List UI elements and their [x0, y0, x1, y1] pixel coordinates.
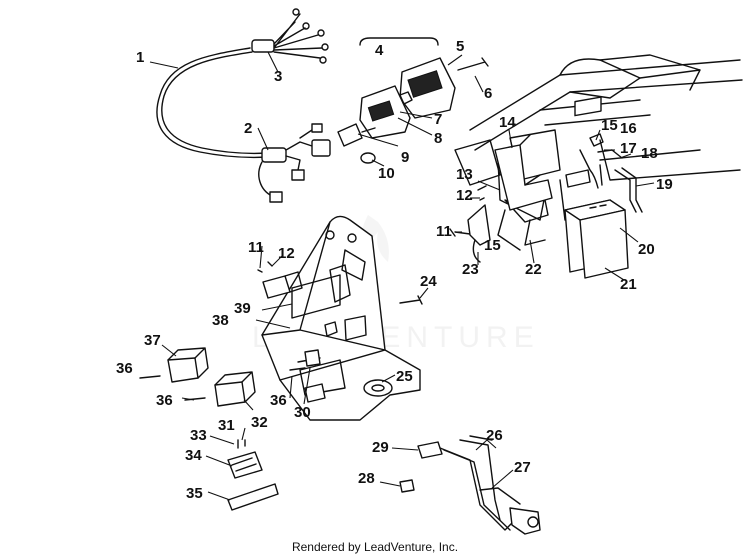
callout-15-bottom: 15: [484, 237, 501, 254]
callout-36-right: 36: [270, 392, 287, 409]
hardware-center: [289, 349, 321, 371]
callout-27: 27: [514, 459, 531, 476]
callout-16: 16: [620, 120, 637, 137]
callout-3: 3: [274, 68, 282, 85]
taillight-assembly: [337, 37, 489, 164]
callout-18: 18: [641, 145, 658, 162]
callout-38: 38: [212, 312, 229, 329]
callout-17: 17: [620, 140, 637, 157]
frame-section: [454, 54, 743, 251]
callout-26: 26: [486, 427, 503, 444]
callout-12-left: 12: [278, 245, 295, 262]
leader-lines: [149, 51, 655, 501]
footer-credit: Rendered by LeadVenture, Inc.: [291, 540, 459, 554]
callout-15-top: 15: [601, 117, 618, 134]
frame-plate: [261, 215, 423, 421]
battery-bracket: [494, 134, 553, 211]
mount-plate-parts: [227, 439, 279, 511]
callout-39: 39: [234, 300, 251, 317]
cable-assembly: [399, 435, 541, 535]
callout-11-left: 11: [248, 239, 264, 256]
callout-7: 7: [434, 111, 442, 128]
left-brackets: [139, 347, 256, 407]
callout-24: 24: [420, 273, 437, 290]
callout-6: 6: [484, 85, 492, 102]
callout-36-left: 36: [116, 360, 133, 377]
callout-21: 21: [620, 276, 637, 293]
callout-10: 10: [378, 165, 395, 182]
callout-20: 20: [638, 241, 655, 258]
callout-labels: 1 2 3 4 5 6 7 8 9 10 11 12 13 14 15 16 1…: [116, 38, 673, 502]
callout-14: 14: [499, 114, 516, 131]
callout-23: 23: [462, 261, 479, 278]
callout-13: 13: [456, 166, 473, 183]
module-box: [257, 261, 303, 299]
callout-12-right: 12: [456, 187, 473, 204]
callout-37: 37: [144, 332, 161, 349]
callout-11-right: 11: [436, 223, 452, 240]
callout-32: 32: [251, 414, 268, 431]
callout-4: 4: [375, 42, 384, 59]
callout-28: 28: [358, 470, 375, 487]
callout-19: 19: [656, 176, 673, 193]
callout-33: 33: [190, 427, 207, 444]
callout-22: 22: [525, 261, 542, 278]
wiring-harness: [156, 8, 331, 203]
callout-35: 35: [186, 485, 203, 502]
callout-9: 9: [401, 149, 409, 166]
battery: [564, 96, 629, 279]
callout-29: 29: [372, 439, 389, 456]
callout-8: 8: [434, 130, 442, 147]
callout-5: 5: [456, 38, 464, 55]
callout-1: 1: [136, 49, 144, 66]
callout-34: 34: [185, 447, 202, 464]
callout-25: 25: [396, 368, 413, 385]
callout-30: 30: [294, 404, 311, 421]
callout-2: 2: [244, 120, 252, 137]
callout-31: 31: [218, 417, 235, 434]
callout-36-mid: 36: [156, 392, 173, 409]
